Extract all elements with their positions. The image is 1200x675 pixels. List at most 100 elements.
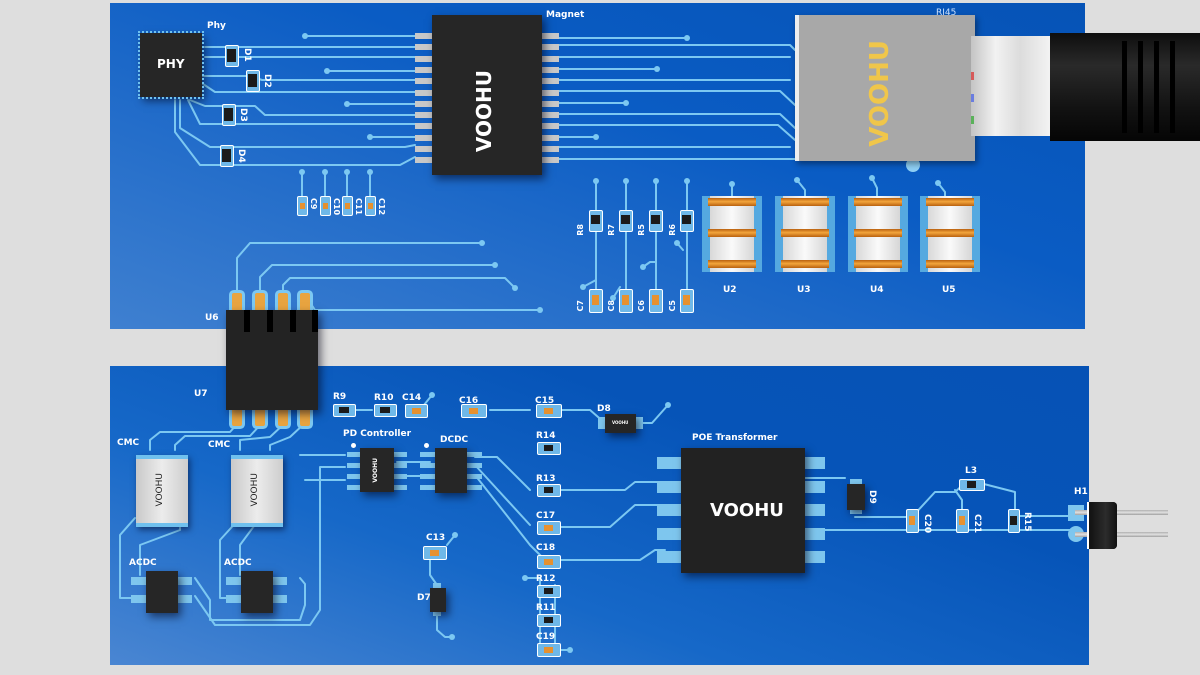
capacitor-c16-label: C16 xyxy=(459,396,479,406)
pin xyxy=(541,112,559,119)
pin xyxy=(415,123,433,130)
cmc-2-label: CMC xyxy=(208,440,231,450)
diode-d9[interactable] xyxy=(847,484,865,510)
diode-d4-label: D4 xyxy=(236,149,246,163)
dcdc-chip[interactable] xyxy=(435,448,467,493)
capacitor-c10[interactable] xyxy=(320,196,331,216)
capacitor-c12-label: C12 xyxy=(377,198,386,216)
capacitor-c19[interactable] xyxy=(537,643,561,657)
coil-u2[interactable] xyxy=(702,196,762,272)
resistor-r11[interactable] xyxy=(537,614,561,627)
capacitor-c8-label: C8 xyxy=(607,300,616,312)
capacitor-c15[interactable] xyxy=(536,404,562,418)
led-green xyxy=(971,116,974,124)
pin xyxy=(300,293,310,313)
capacitor-c11[interactable] xyxy=(342,196,353,216)
diode-d4[interactable] xyxy=(220,145,234,167)
capacitor-c16[interactable] xyxy=(461,404,487,418)
dcdc-label: DCDC xyxy=(440,435,469,445)
pin xyxy=(803,527,825,540)
diode-d1[interactable] xyxy=(225,45,239,67)
coil-u4-label: U4 xyxy=(870,285,884,295)
pin xyxy=(657,527,683,540)
board-to-board-connector[interactable] xyxy=(226,310,318,410)
acdc-2[interactable] xyxy=(241,571,273,613)
pin xyxy=(415,134,433,141)
acdc-2-label: ACDC xyxy=(224,558,252,568)
pin xyxy=(278,408,288,426)
resistor-r10[interactable] xyxy=(374,404,397,417)
acdc-1[interactable] xyxy=(146,571,178,613)
resistor-r14-label: R14 xyxy=(536,431,556,441)
capacitor-c8[interactable] xyxy=(619,289,633,313)
pd-controller-chip[interactable]: VOOHU xyxy=(360,448,394,492)
diode-d8[interactable]: VOOHU xyxy=(605,414,636,433)
resistor-r14[interactable] xyxy=(537,442,561,455)
capacitor-c9[interactable] xyxy=(297,196,308,216)
magnet-chip[interactable]: VOOHU xyxy=(432,15,542,175)
pin1-dot xyxy=(351,443,356,448)
resistor-r15-label: R15 xyxy=(1022,512,1032,532)
connector-u7-label: U7 xyxy=(194,389,208,399)
rj45-jack[interactable]: VOOHU xyxy=(795,15,975,161)
pin xyxy=(232,293,242,313)
phy-chip[interactable]: PHY xyxy=(138,31,204,99)
poe-transformer-chip[interactable]: VOOHU xyxy=(681,448,805,573)
pin xyxy=(278,293,288,313)
coil-u3[interactable] xyxy=(775,196,835,272)
diode-d2-label: D2 xyxy=(262,74,272,88)
pin xyxy=(657,457,683,469)
pin xyxy=(415,112,433,119)
resistor-r7[interactable] xyxy=(619,210,633,232)
resistor-r9[interactable] xyxy=(333,404,356,417)
resistor-r13[interactable] xyxy=(537,484,561,497)
capacitor-c13[interactable] xyxy=(423,546,447,560)
diode-d3-label: D3 xyxy=(238,108,248,122)
pin xyxy=(415,100,433,107)
cmc-2-marking: VOOHU xyxy=(250,473,260,507)
resistor-r5[interactable] xyxy=(649,210,663,232)
pin xyxy=(415,157,433,164)
pd-controller-marking: VOOHU xyxy=(372,458,379,483)
resistor-r15[interactable] xyxy=(1008,509,1020,533)
pin xyxy=(541,100,559,107)
magnet-marking: VOOHU xyxy=(472,70,496,153)
pd-controller-label: PD Controller xyxy=(343,429,412,439)
resistor-r6[interactable] xyxy=(680,210,694,232)
capacitor-c19-label: C19 xyxy=(536,632,556,642)
header-h1-label: H1 xyxy=(1074,487,1088,497)
magnet-label: Magnet xyxy=(546,10,585,20)
resistor-r12-label: R12 xyxy=(536,574,556,584)
coil-u4[interactable] xyxy=(848,196,908,272)
capacitor-c17[interactable] xyxy=(537,521,561,535)
capacitor-c21[interactable] xyxy=(956,509,969,533)
pin xyxy=(657,480,683,493)
coil-u5-label: U5 xyxy=(942,285,956,295)
resistor-r12[interactable] xyxy=(537,585,561,598)
pin xyxy=(415,89,433,96)
capacitor-c14[interactable] xyxy=(405,404,428,418)
acdc-1-label: ACDC xyxy=(129,558,157,568)
diode-d2[interactable] xyxy=(246,70,260,92)
capacitor-c20[interactable] xyxy=(906,509,919,533)
diode-d1-label: D1 xyxy=(242,48,252,62)
coil-u5[interactable] xyxy=(920,196,980,272)
diode-d8-label: D8 xyxy=(597,404,611,414)
capacitor-c5[interactable] xyxy=(680,289,694,313)
inductor-l3[interactable] xyxy=(959,479,985,491)
capacitor-c20-label: C20 xyxy=(922,514,932,534)
pin xyxy=(803,457,825,469)
cmc-1[interactable]: VOOHU xyxy=(136,455,188,527)
led-blue xyxy=(971,94,974,102)
diode-d7[interactable] xyxy=(430,588,446,612)
pin xyxy=(803,504,825,516)
cmc-2[interactable]: VOOHU xyxy=(231,455,283,527)
capacitor-c7[interactable] xyxy=(589,289,603,313)
resistor-r8[interactable] xyxy=(589,210,603,232)
capacitor-c12[interactable] xyxy=(365,196,376,216)
rj45-marking: VOOHU xyxy=(865,40,895,147)
diode-d3[interactable] xyxy=(222,104,236,126)
pin xyxy=(541,44,559,51)
capacitor-c18[interactable] xyxy=(537,555,561,569)
capacitor-c6[interactable] xyxy=(649,289,663,313)
